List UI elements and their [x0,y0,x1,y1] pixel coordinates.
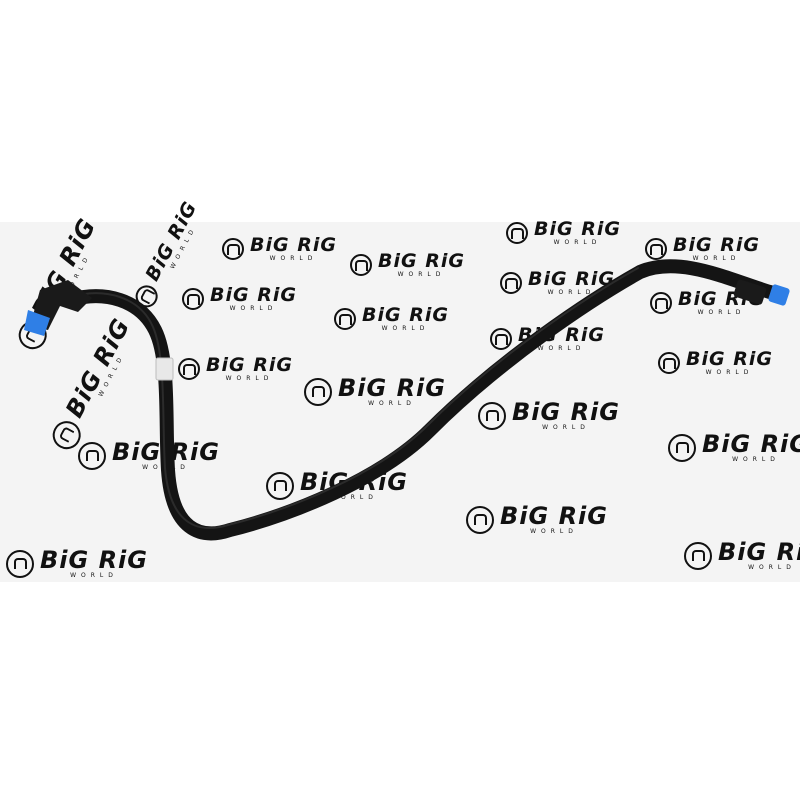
big-rig-world-logo-icon [506,222,528,244]
big-rig-world-logo-icon [334,308,356,330]
big-rig-world-logo-icon [182,288,204,310]
big-rig-world-logo-icon [668,433,696,462]
big-rig-world-logo-icon [490,328,512,350]
big-rig-world-logo-icon [650,292,672,314]
big-rig-world-logo-icon [266,471,294,500]
watermark-backdrop [0,222,800,582]
blue-quick-connector [24,310,50,336]
big-rig-world-logo-icon [304,377,332,406]
right-end-connector [733,279,790,306]
big-rig-world-logo-icon [222,238,244,260]
big-rig-world-logo-icon [466,505,494,534]
big-rig-world-logo-icon [684,541,712,570]
left-elbow-connector [24,280,92,336]
blue-quick-connector [768,284,790,306]
big-rig-world-logo-icon [178,358,200,380]
big-rig-world-logo-icon [6,549,34,578]
hose-tube [63,259,777,541]
hose-label-band [155,357,174,381]
big-rig-world-logo-icon [78,441,106,470]
big-rig-world-logo-icon [658,352,680,374]
big-rig-world-logo-icon [500,272,522,294]
big-rig-world-logo-icon [645,238,667,260]
big-rig-world-logo-icon [478,401,506,430]
big-rig-world-logo-icon [350,254,372,276]
